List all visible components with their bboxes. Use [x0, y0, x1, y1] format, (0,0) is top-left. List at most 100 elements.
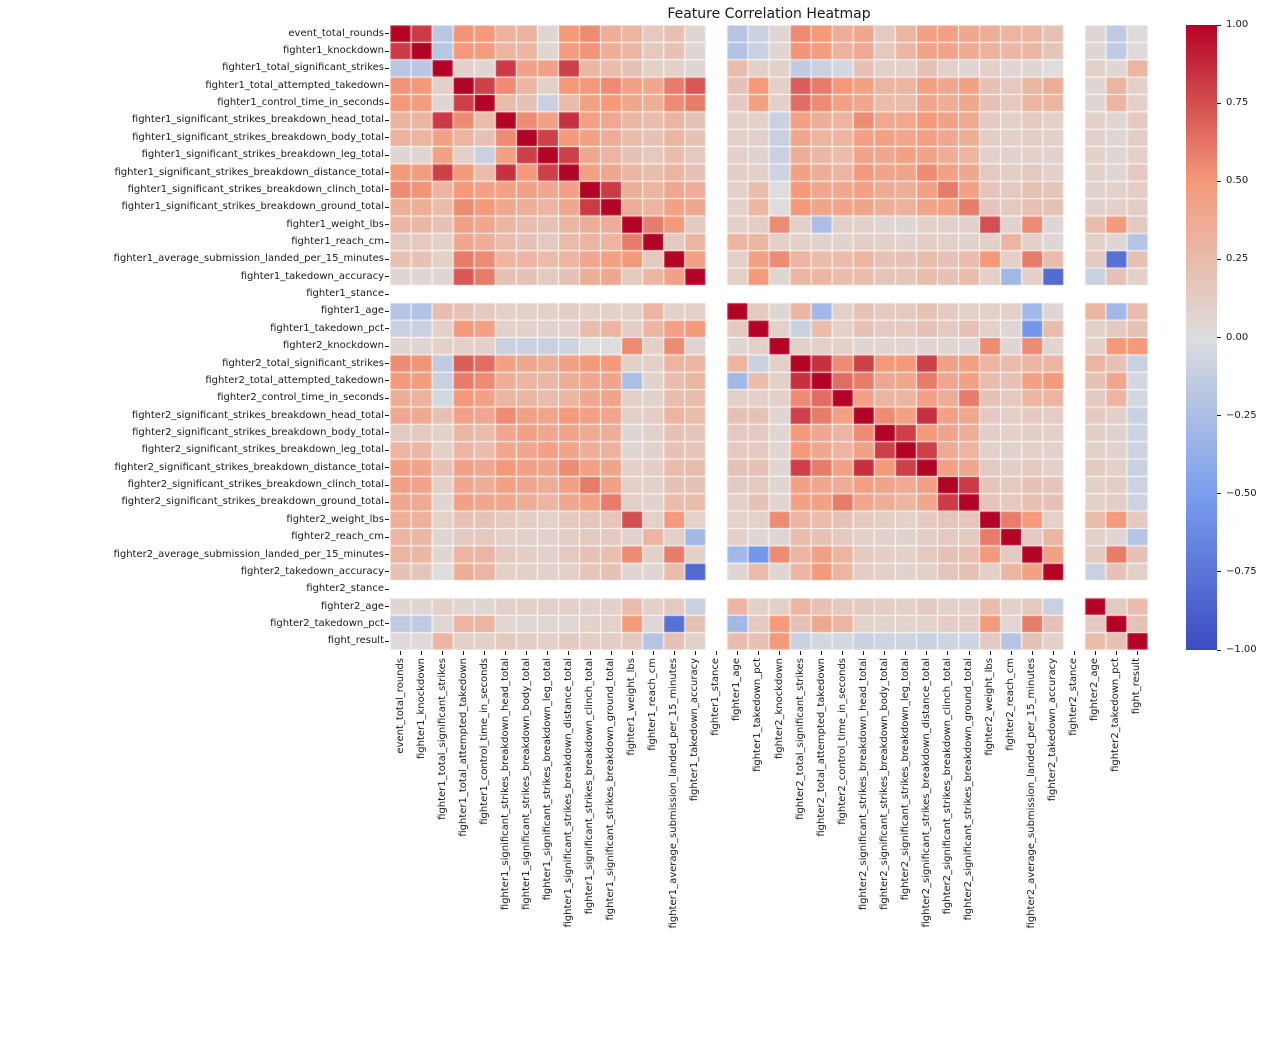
x-tick [947, 651, 949, 655]
y-tick-label: fighter2_significant_strikes_breakdown_h… [131, 409, 384, 421]
x-tick-label: fighter2_control_time_in_seconds [836, 658, 848, 825]
x-tick [673, 651, 675, 655]
x-tick [1094, 651, 1096, 655]
colorbar-tick [1217, 24, 1221, 26]
y-tick-label: fighter1_total_significant_strikes [222, 62, 384, 74]
y-tick-label: fight_result [327, 635, 384, 647]
x-tick [505, 651, 507, 655]
x-tick [800, 651, 802, 655]
x-tick-label: fight_result [1131, 658, 1143, 715]
y-tick [385, 449, 389, 451]
x-tick [610, 651, 612, 655]
x-tick-label: fighter1_control_time_in_seconds [478, 658, 490, 825]
y-tick [385, 432, 389, 434]
y-tick-label: fighter1_takedown_accuracy [240, 270, 384, 282]
x-tick-label: fighter1_total_attempted_takedown [457, 658, 469, 837]
x-tick [926, 651, 928, 655]
x-tick-label: fighter2_significant_strikes_breakdown_b… [878, 658, 890, 910]
x-tick-label: fighter2_weight_lbs [984, 658, 996, 756]
x-tick-label: fighter1_takedown_pct [752, 658, 764, 772]
colorbar-tick-label: −0.50 [1226, 487, 1257, 499]
y-tick [385, 536, 389, 538]
y-tick [385, 241, 389, 243]
colorbar-tick-label: 0.50 [1226, 175, 1249, 187]
x-tick-label: fighter2_significant_strikes_breakdown_l… [899, 658, 911, 901]
y-tick-label: fighter2_significant_strikes_breakdown_l… [141, 444, 384, 456]
x-tick-label: fighter1_takedown_accuracy [689, 658, 701, 802]
y-tick-label: fighter2_weight_lbs [286, 513, 384, 525]
colorbar-tick-label: 0.00 [1226, 331, 1249, 343]
y-tick [385, 85, 389, 87]
colorbar-tick-label: 0.25 [1226, 253, 1249, 265]
x-tick-label: fighter1_significant_strikes_breakdown_b… [520, 658, 532, 910]
y-tick [385, 415, 389, 417]
x-tick [989, 651, 991, 655]
x-tick-label: fighter1_age [731, 658, 743, 722]
x-tick [736, 651, 738, 655]
y-tick-label: fighter1_reach_cm [291, 236, 384, 247]
y-tick-label: fighter2_reach_cm [291, 531, 384, 543]
y-tick [385, 571, 389, 573]
y-tick-label: fighter1_control_time_in_seconds [217, 97, 384, 109]
y-tick [385, 258, 389, 260]
x-tick-label: fighter2_total_significant_strikes [794, 658, 806, 820]
y-tick-label: fighter2_age [320, 600, 384, 612]
x-tick [1010, 651, 1012, 655]
x-tick [442, 651, 444, 655]
colorbar-tick-label: 1.00 [1226, 19, 1249, 30]
x-tick-label: fighter2_stance [1068, 658, 1080, 736]
y-tick [385, 380, 389, 382]
x-tick-label: fighter1_significant_strikes_breakdown_g… [605, 658, 617, 921]
x-tick [779, 651, 781, 655]
x-tick-label: fighter1_average_submission_landed_per_1… [668, 658, 680, 929]
y-tick [385, 276, 389, 278]
x-tick [463, 651, 465, 655]
y-tick [385, 206, 389, 208]
y-tick [385, 189, 389, 191]
y-tick [385, 640, 389, 642]
y-tick-label: fighter2_takedown_accuracy [240, 565, 384, 577]
y-tick-label: fighter2_knockdown [282, 340, 384, 352]
y-tick [385, 328, 389, 330]
y-tick-label: fighter1_significant_strikes_breakdown_d… [114, 166, 384, 178]
y-tick-label: fighter1_significant_strikes_breakdown_g… [121, 201, 384, 213]
y-tick [385, 606, 389, 608]
x-tick [652, 651, 654, 655]
y-tick-label: fighter2_significant_strikes_breakdown_c… [127, 479, 384, 491]
x-tick-label: fighter1_weight_lbs [626, 658, 638, 756]
y-tick [385, 137, 389, 139]
x-tick-label: fighter2_average_submission_landed_per_1… [1026, 658, 1038, 929]
x-tick [842, 651, 844, 655]
x-tick [1031, 651, 1033, 655]
y-tick [385, 588, 389, 590]
y-tick [385, 102, 389, 104]
y-tick-label: fighter2_takedown_pct [270, 617, 384, 629]
x-tick [421, 651, 423, 655]
x-tick [757, 651, 759, 655]
x-tick-label: fighter2_reach_cm [1005, 658, 1017, 751]
y-tick-label: fighter2_control_time_in_seconds [217, 392, 384, 404]
y-tick [385, 224, 389, 226]
x-tick-label: fighter2_age [1089, 658, 1101, 722]
colorbar-tick-label: −0.75 [1226, 565, 1257, 577]
y-tick [385, 467, 389, 469]
y-tick [385, 484, 389, 486]
y-tick [385, 293, 389, 295]
x-tick [821, 651, 823, 655]
colorbar-tick [1217, 337, 1221, 338]
y-tick [385, 345, 389, 347]
x-tick [884, 651, 886, 655]
y-tick [385, 33, 389, 35]
x-tick-label: fighter2_significant_strikes_breakdown_g… [963, 658, 975, 921]
x-tick [526, 651, 528, 655]
y-tick-label: fighter2_stance [306, 583, 384, 595]
colorbar-tick [1217, 571, 1221, 573]
x-tick-label: fighter1_knockdown [415, 658, 427, 760]
chart-title: Feature Correlation Heatmap [667, 6, 871, 22]
x-tick [715, 651, 717, 655]
y-tick [385, 67, 389, 69]
x-tick [484, 651, 486, 655]
x-tick [631, 651, 633, 655]
x-tick-label: fighter1_significant_strikes_breakdown_h… [499, 658, 511, 911]
colorbar-tick-label: 0.75 [1226, 97, 1249, 109]
